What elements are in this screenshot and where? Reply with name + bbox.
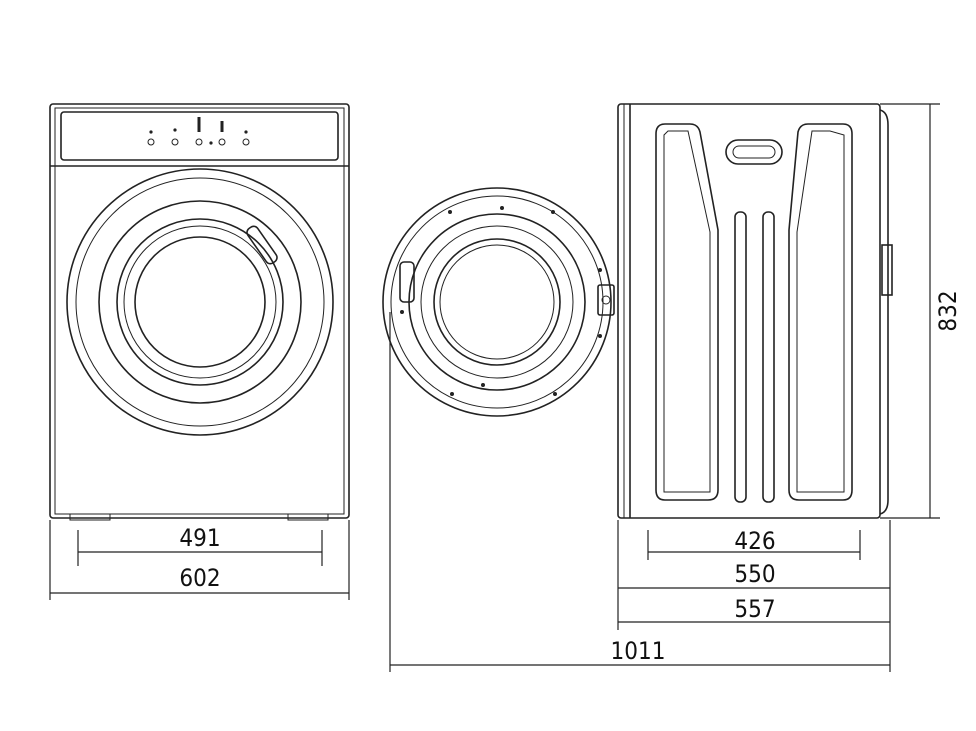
drawing-shape xyxy=(500,206,504,210)
drawing-shape xyxy=(439,244,555,360)
dimension-lines xyxy=(49,103,940,672)
control-button xyxy=(218,138,226,146)
drawing-shape xyxy=(400,206,602,396)
indicator-led xyxy=(149,130,153,134)
dim-label-426: 426 xyxy=(734,527,775,555)
drawing-shape xyxy=(134,236,266,368)
rear-connector xyxy=(881,244,893,296)
side-panel-left xyxy=(655,123,719,501)
front-door xyxy=(66,168,334,436)
drawing-shape xyxy=(598,268,602,272)
side-panel-right xyxy=(788,123,853,501)
drawing-shape xyxy=(123,225,277,379)
drawing-shape xyxy=(75,177,325,427)
drawing-shape xyxy=(400,310,404,314)
drawing-shape xyxy=(408,213,586,391)
drawing-shape xyxy=(481,383,485,387)
control-button xyxy=(242,138,250,146)
side-cabinet-outline xyxy=(617,103,881,519)
indicator-led xyxy=(209,141,213,145)
front-view xyxy=(49,103,350,521)
indicator-leds xyxy=(197,117,201,132)
drawing-shape xyxy=(390,195,604,409)
rear-bulge xyxy=(879,109,889,515)
dim-label-557: 557 xyxy=(734,595,775,623)
drawing-shape xyxy=(553,392,557,396)
open-door-view xyxy=(382,187,615,417)
front-cabinet-inner-edge xyxy=(54,107,345,515)
foot xyxy=(69,513,111,521)
drawing-shape xyxy=(66,168,334,436)
drawing-shape xyxy=(433,238,561,366)
control-panel xyxy=(60,111,339,161)
drawing-shape xyxy=(382,187,612,417)
indicator-led xyxy=(244,130,248,134)
side-rib xyxy=(762,211,775,503)
front-cabinet-outline xyxy=(49,103,350,519)
dim-label-491: 491 xyxy=(179,524,220,552)
door-hinge-icon xyxy=(399,261,415,303)
drawing-shape xyxy=(551,210,555,214)
door-handle-icon xyxy=(246,225,278,265)
drawing-shape xyxy=(98,200,302,404)
drawing-shape xyxy=(601,295,611,305)
drawing-shape xyxy=(598,334,602,338)
dim-label-832: 832 xyxy=(934,290,962,331)
control-buttons xyxy=(147,117,250,146)
indicator-leds xyxy=(220,121,224,132)
foot xyxy=(287,513,329,521)
indicator-led xyxy=(173,128,177,132)
side-rib xyxy=(734,211,747,503)
drawing-shape xyxy=(420,225,574,379)
drawing-shape xyxy=(796,130,845,493)
top-handle-icon xyxy=(725,139,783,165)
dim-label-550: 550 xyxy=(734,560,775,588)
door-lock-icon xyxy=(597,284,615,316)
drawing-shape xyxy=(116,218,284,386)
control-button xyxy=(147,138,155,146)
drawing-shape xyxy=(663,130,711,493)
dimension-labels: 491 602 426 550 557 1011 832 xyxy=(179,290,962,665)
drawing-shape xyxy=(448,210,452,214)
drawing-shape xyxy=(732,145,776,159)
dim-label-1011: 1011 xyxy=(611,637,666,665)
control-button xyxy=(171,138,179,146)
control-button xyxy=(195,138,203,146)
dim-label-602: 602 xyxy=(179,564,220,592)
side-view xyxy=(617,103,893,519)
drawing-shape xyxy=(450,392,454,396)
